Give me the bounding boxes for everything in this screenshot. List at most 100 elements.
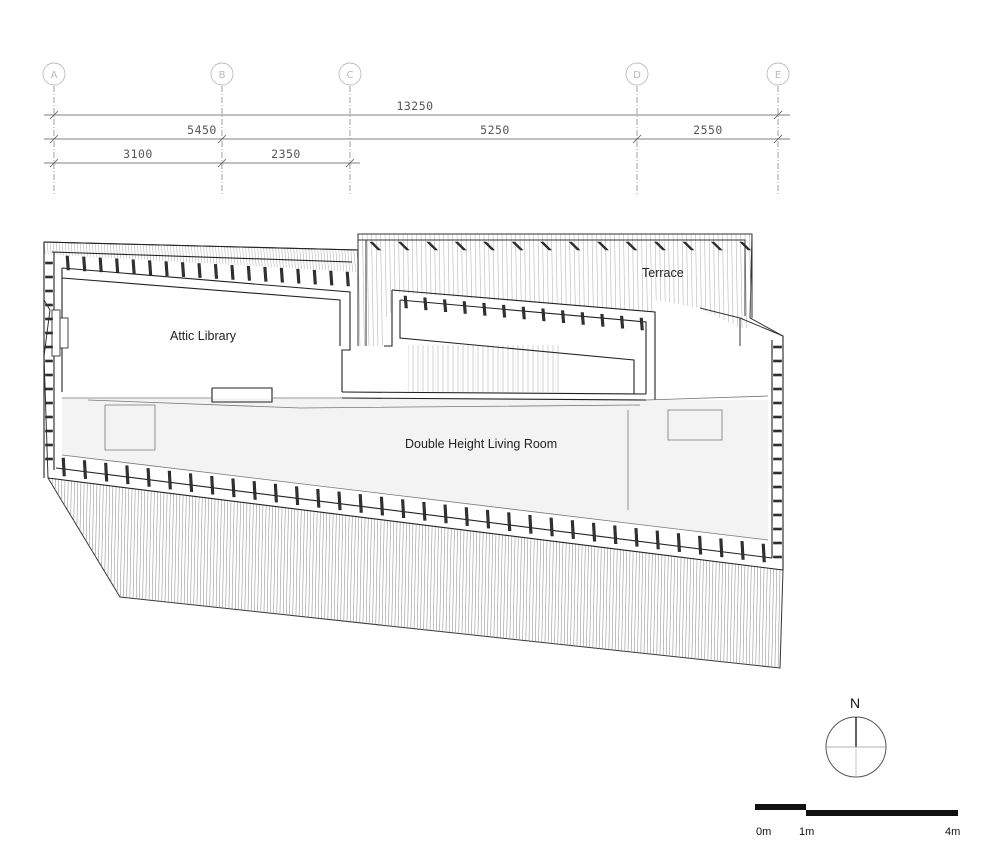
dim-b-c: 2350 bbox=[271, 147, 301, 161]
west-wall-block bbox=[45, 303, 53, 307]
grid-label-b: B bbox=[219, 70, 226, 81]
decking-line bbox=[366, 234, 370, 346]
west-wall-block bbox=[45, 317, 53, 321]
attic-floor bbox=[64, 268, 352, 392]
terrace-fin bbox=[426, 241, 439, 251]
east-wall-block bbox=[773, 401, 782, 405]
grid-lines bbox=[53, 86, 779, 196]
attic-fin bbox=[462, 301, 467, 314]
scale-segment-0-1 bbox=[755, 804, 806, 810]
decking-line bbox=[362, 234, 365, 346]
dim-a-b: 3100 bbox=[123, 147, 153, 161]
south-fin bbox=[507, 512, 512, 532]
terrace-fin bbox=[568, 241, 581, 251]
terrace-fin bbox=[596, 241, 609, 251]
north-fin bbox=[98, 257, 103, 273]
terrace-fin bbox=[454, 241, 467, 251]
south-fin bbox=[358, 494, 363, 513]
south-fin bbox=[761, 543, 766, 563]
west-wall-block bbox=[45, 345, 53, 349]
east-wall-block bbox=[773, 527, 782, 531]
terrace-fin bbox=[625, 241, 638, 251]
south-fin bbox=[379, 496, 384, 516]
scale-bar: 0m 1m 4m bbox=[755, 804, 960, 838]
grid-bubble-b bbox=[210, 62, 234, 86]
north-fin bbox=[296, 268, 301, 284]
south-fin bbox=[146, 468, 151, 487]
terrace-fin bbox=[682, 241, 695, 251]
east-wall-block bbox=[773, 443, 782, 447]
south-fin bbox=[698, 535, 703, 555]
room-labels: Attic Library Double Height Living Room … bbox=[170, 266, 684, 451]
decking-line bbox=[380, 234, 383, 346]
north-fin bbox=[345, 271, 350, 287]
south-fin bbox=[82, 460, 88, 479]
north-fin bbox=[82, 256, 87, 272]
north-fin bbox=[115, 258, 120, 274]
north-label: N bbox=[850, 695, 860, 711]
east-wall-block bbox=[773, 485, 782, 489]
grid-bubble-a bbox=[42, 62, 66, 86]
structural-fins bbox=[45, 241, 782, 563]
outer-wall bbox=[43, 241, 784, 571]
attic-fin bbox=[443, 299, 448, 312]
attic-fin bbox=[502, 304, 507, 318]
scale-label-0m: 0m bbox=[756, 826, 771, 838]
louvre-line bbox=[48, 478, 53, 668]
east-wall-block bbox=[773, 471, 782, 475]
east-wall-block bbox=[773, 359, 782, 363]
north-fin bbox=[263, 266, 268, 282]
south-fin bbox=[422, 502, 427, 521]
east-wall-block bbox=[773, 555, 782, 559]
north-fin bbox=[230, 265, 235, 280]
room-label-living-room: Double Height Living Room bbox=[405, 437, 557, 451]
east-wall-block bbox=[773, 499, 782, 503]
south-fin bbox=[676, 533, 681, 552]
south-fin bbox=[464, 507, 469, 526]
terrace-fin bbox=[511, 241, 524, 251]
grid-label-a: A bbox=[51, 70, 58, 81]
scale-label-4m: 4m bbox=[945, 826, 960, 838]
terrace-fin bbox=[653, 241, 666, 251]
west-wall-block bbox=[45, 275, 53, 279]
north-fin bbox=[164, 261, 169, 276]
decking-line bbox=[371, 234, 374, 346]
dim-overall: 13250 bbox=[396, 99, 433, 113]
attic-fin bbox=[580, 312, 585, 325]
east-wall-block bbox=[773, 345, 782, 349]
grid-label-e: E bbox=[775, 70, 781, 81]
south-fin bbox=[443, 504, 448, 524]
east-wall-block bbox=[773, 415, 782, 419]
building-plan bbox=[43, 233, 784, 669]
west-wall-block bbox=[45, 359, 53, 363]
grid-label-d: D bbox=[633, 70, 641, 81]
south-fin bbox=[591, 522, 597, 542]
terrace-fin bbox=[739, 241, 752, 251]
attic-fin bbox=[482, 303, 487, 316]
staircase bbox=[408, 345, 559, 392]
north-arrow: N bbox=[825, 695, 887, 778]
north-fin bbox=[180, 262, 186, 277]
attic-fin bbox=[561, 310, 566, 323]
south-fin bbox=[485, 509, 491, 529]
attic-fin bbox=[600, 314, 605, 327]
north-fin bbox=[312, 269, 317, 285]
attic-fin bbox=[423, 297, 428, 311]
terrace-fin bbox=[483, 241, 496, 251]
west-wall-block bbox=[45, 457, 53, 461]
north-fin bbox=[213, 264, 219, 279]
decking-line bbox=[375, 234, 379, 346]
louvre-line bbox=[48, 478, 50, 668]
grid-bubbles bbox=[42, 62, 790, 86]
grid-label-c: C bbox=[347, 70, 354, 81]
west-wall-block bbox=[45, 289, 53, 293]
south-fin bbox=[273, 483, 278, 503]
west-wall-block bbox=[45, 387, 53, 391]
west-wall-block bbox=[45, 373, 53, 377]
east-wall-block bbox=[773, 457, 782, 461]
scale-label-1m: 1m bbox=[799, 826, 814, 838]
east-wall-block bbox=[773, 513, 782, 517]
east-wall-block bbox=[773, 429, 782, 433]
south-fin bbox=[613, 525, 618, 545]
grid-bubble-c bbox=[338, 62, 362, 86]
